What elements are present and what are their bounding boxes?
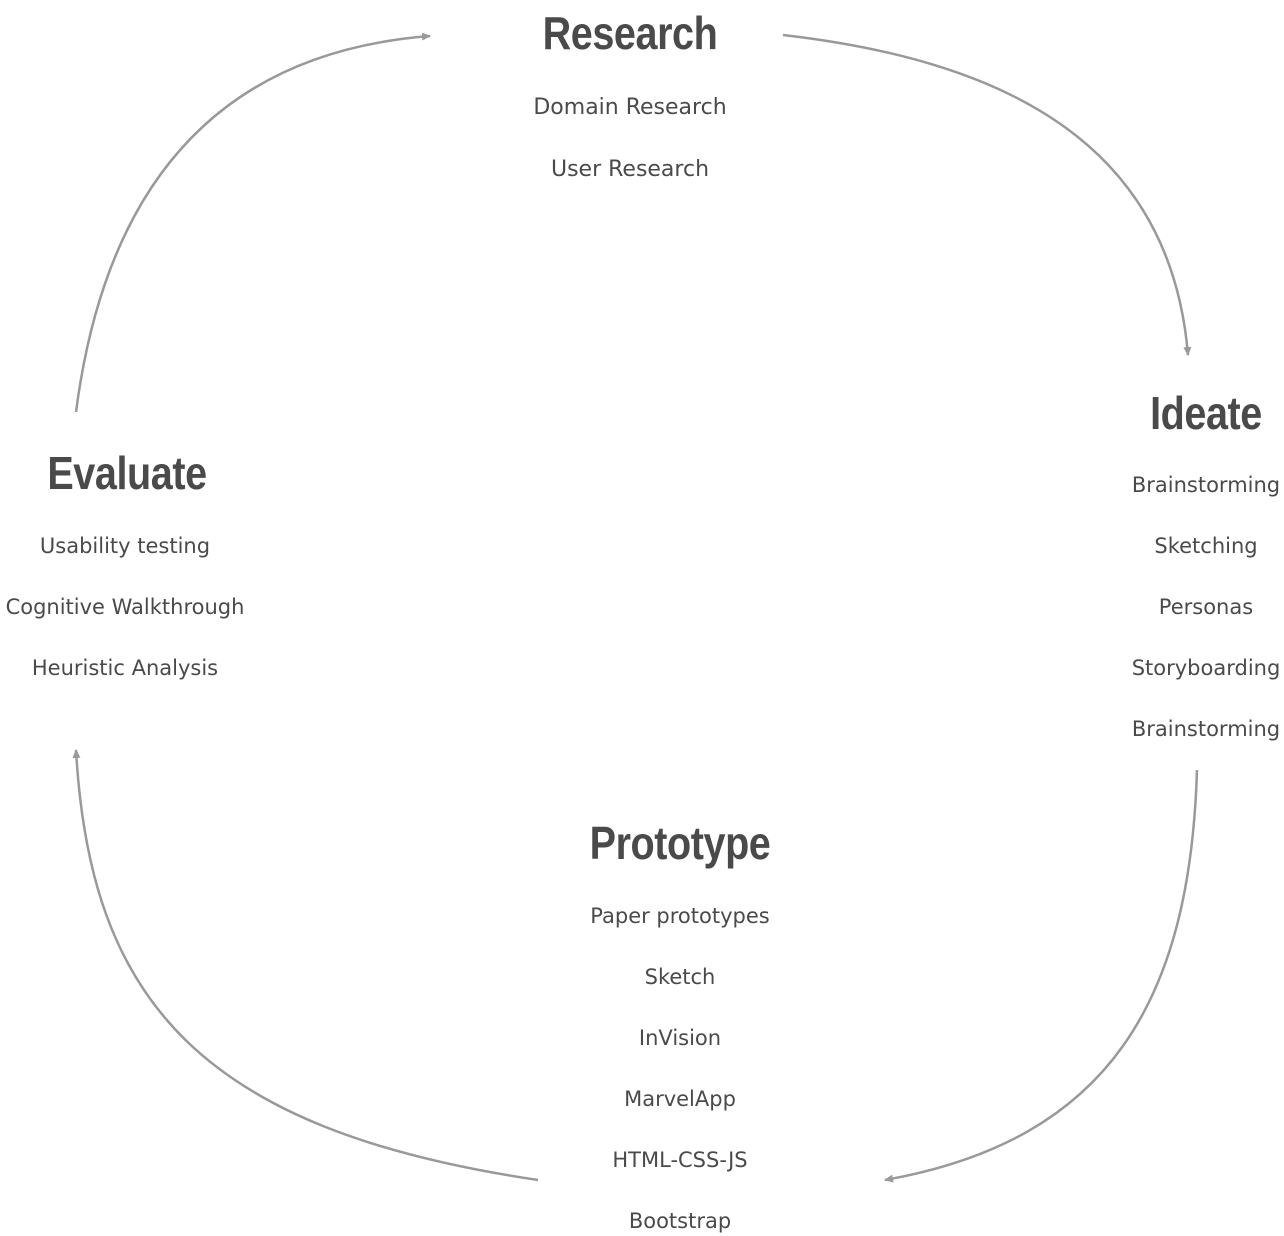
step-html-css-js: HTML-CSS-JS (612, 1148, 748, 1172)
step-invision: InVision (638, 1026, 722, 1050)
phase-title-ideate: Ideate (1150, 387, 1262, 439)
arrow-evaluate-to-research (74, 32, 431, 413)
step-marvelapp: MarvelApp (624, 1087, 736, 1111)
step-user-research: User Research (550, 157, 710, 182)
phase-title-research: Research (542, 7, 718, 59)
arrow-research-to-ideate (782, 33, 1192, 356)
phase-research: Research Domain Research User Research (480, 0, 780, 200)
arrow-prototype-to-evaluate (72, 749, 539, 1182)
step-domain-research: Domain Research (533, 95, 727, 120)
step-bootstrap: Bootstrap (628, 1209, 732, 1233)
step-heuristic-analysis: Heuristic Analysis (31, 656, 219, 680)
phase-ideate: Ideate Brainstorming Sketching Personas … (1108, 380, 1284, 750)
step-sketch: Sketch (644, 965, 716, 989)
step-personas: Personas (1158, 595, 1254, 619)
phase-evaluate: Evaluate Usability testing Cognitive Wal… (0, 440, 250, 690)
arrow-ideate-to-prototype (884, 769, 1199, 1183)
step-brainstorming: Brainstorming (1131, 473, 1281, 497)
step-sketching: Sketching (1154, 534, 1258, 558)
step-storyboarding: Storyboarding (1131, 656, 1281, 680)
step-paper-prototypes: Paper prototypes (590, 904, 770, 928)
phase-prototype: Prototype Paper prototypes Sketch InVisi… (530, 810, 830, 1236)
step-usability-testing: Usability testing (39, 534, 211, 558)
phase-title-prototype: Prototype (589, 817, 771, 869)
phase-title-evaluate: Evaluate (47, 447, 207, 499)
step-brainstorming-2: Brainstorming (1131, 717, 1281, 741)
step-cognitive-walkthrough: Cognitive Walkthrough (5, 595, 245, 619)
